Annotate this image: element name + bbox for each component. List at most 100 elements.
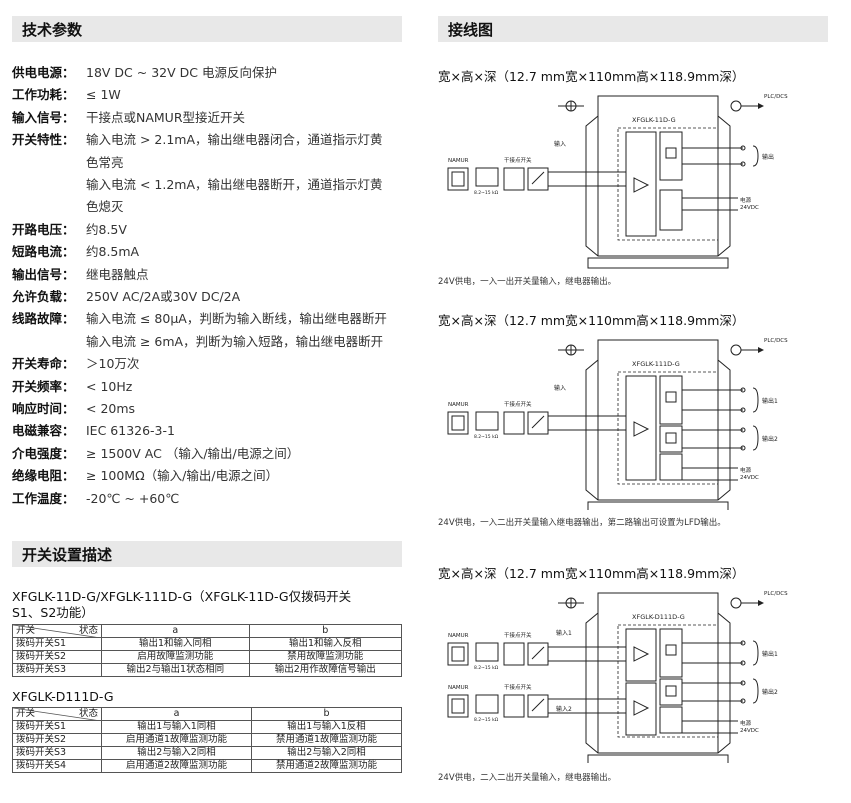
namur-label: NAMUR [448, 402, 469, 408]
terminal-icon [740, 161, 746, 167]
namur-sensor-icon [447, 411, 469, 435]
spec-value: 输入电流 ≤ 80μA，判断为输入断线，输出继电器断开 [86, 311, 387, 327]
terminal-icon [740, 640, 746, 646]
spec-row: 绝缘电阻：≥ 100MΩ（输入/输出/电源之间） [12, 465, 278, 487]
voltage-label: 24VDC [740, 728, 759, 734]
relay-block-1 [659, 375, 683, 425]
table-header-switch-state: 开关状态 [12, 707, 102, 721]
wiring-diagram-1: PLC/DCSXFGLK-11D-G输出电源24VDC输入NAMUR8.2~15… [447, 94, 788, 269]
table-cell: 启用通道1故障监测功能 [101, 733, 252, 747]
spec-row: 开关寿命：＞10万次 [12, 353, 139, 375]
terminal-icon [740, 145, 746, 151]
resistor-box [475, 167, 499, 187]
namur-label: NAMUR [448, 685, 469, 691]
plc-label: PLC/DCS [764, 591, 788, 597]
terminal-icon [740, 698, 746, 704]
input2-label: 输入2 [556, 705, 572, 713]
terminal-icon [740, 680, 746, 686]
relay-icon [665, 391, 677, 403]
table-header-col: b [248, 624, 403, 638]
table-header-switch-state: 开关状态 [12, 624, 102, 638]
header-diagonal [13, 708, 101, 721]
arrow-icon [758, 347, 764, 353]
spec-row: 响应时间：< 20ms [12, 398, 135, 420]
table-cell: 输出1与输入1反相 [251, 720, 402, 734]
switch-icon [527, 694, 549, 718]
spec-value-continued: 色熄灭 [86, 199, 124, 215]
switch-icon [527, 167, 549, 191]
plc-symbol-icon [730, 100, 742, 112]
table-cell: 启用通道2故障监测功能 [101, 759, 252, 773]
switch-icon [527, 642, 549, 666]
table-cell: 拨码开关S3 [12, 746, 102, 760]
spec-value: < 10Hz [86, 378, 133, 394]
relay-icon [665, 432, 677, 444]
relay-icon [665, 644, 677, 656]
namur-sensor-icon [451, 171, 465, 187]
transformer-block [659, 453, 683, 481]
output2-label: 输出2 [762, 688, 778, 696]
table-cell: 输出1和输入同相 [101, 637, 250, 651]
power-label: 电源 [740, 719, 752, 727]
table-cell: 输出2与输入2同相 [101, 746, 252, 760]
relay-block-2 [659, 425, 683, 453]
spec-row: 介电强度：≥ 1500V AC （输入/输出/电源之间） [12, 443, 299, 465]
resistor-label: 8.2~15 kΩ [474, 190, 499, 196]
switch-icon [531, 698, 545, 712]
spec-row: 工作功耗： ≤ 1W [12, 84, 121, 106]
namur-sensor-icon [451, 646, 465, 662]
namur-sensor-icon [447, 167, 469, 191]
spec-label: 介电强度： [12, 445, 75, 461]
spec-row: 开路电压：约8.5V [12, 219, 127, 241]
table-cell: 禁用通道2故障监测功能 [251, 759, 402, 773]
namur-sensor-icon [451, 698, 465, 714]
switch-icon [531, 415, 545, 429]
dry-contact-label: 干接点开关 [504, 631, 532, 639]
module-model-label: XFGLK-111D-G [632, 360, 680, 368]
relay-icon [665, 147, 677, 159]
diagram-caption-2: 24V供电，一入二出开关量输入继电器输出，第二路输出可设置为LFD输出。 [438, 518, 726, 528]
relay-icon [665, 685, 677, 697]
spec-value: 继电器触点 [86, 266, 149, 282]
header-diagonal [13, 625, 101, 638]
spec-value: ≤ 1W [86, 87, 121, 103]
tech-section-title: 技术参数 [22, 21, 83, 39]
module-inner-box [617, 624, 719, 738]
spec-label: 开路电压： [12, 221, 75, 237]
spec-value: 约8.5mA [86, 244, 140, 260]
dry-contact-icon [503, 694, 525, 718]
wiring-section-header: 接线图 [438, 16, 828, 42]
table-header-col: a [101, 624, 250, 638]
spec-value: ≥ 100MΩ（输入/输出/电源之间） [86, 468, 279, 484]
dimension-text-3: 宽×高×深（12.7 mm宽×110mm高×118.9mm深） [438, 566, 745, 581]
relay-block-1 [659, 131, 683, 181]
input-label: 输入 [554, 140, 566, 148]
spec-label: 工作功耗： [12, 87, 75, 103]
output1-label: 输出1 [762, 650, 778, 658]
spec-label: 允许负载： [12, 289, 75, 304]
spec-value: ＞10万次 [86, 356, 140, 372]
header-switch: 开关 [16, 625, 36, 636]
dimension-text-2: 宽×高×深（12.7 mm宽×110mm高×118.9mm深） [438, 313, 745, 328]
header-state: 状态 [78, 708, 98, 719]
spec-value: 18V DC ~ 32V DC 电源反向保护 [86, 65, 277, 80]
resistor-box [475, 411, 499, 431]
table-cell: 启用故障监测功能 [101, 650, 250, 664]
din-rail [587, 501, 729, 510]
relay-block-1 [659, 628, 683, 678]
spec-row: 输入信号：干接点或NAMUR型接近开关 [12, 107, 245, 129]
namur-sensor-icon [447, 642, 469, 666]
switch-icon [531, 646, 545, 660]
output2-label: 输出2 [762, 435, 778, 443]
terminal-icon [740, 427, 746, 433]
module-model-label: XFGLK-11D-G [632, 116, 676, 124]
dry-contact-label: 干接点开关 [504, 156, 532, 164]
switch-section-title: 开关设置描述 [22, 546, 113, 564]
brace-icon [752, 678, 759, 704]
